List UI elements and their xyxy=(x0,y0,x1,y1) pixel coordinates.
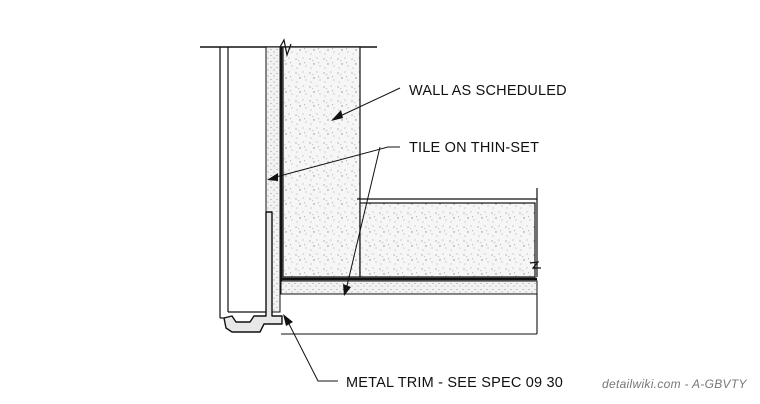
horizontal-tile-layer xyxy=(280,280,538,295)
metal-trim xyxy=(223,211,283,333)
break-mark-right xyxy=(529,261,541,269)
leader-wall xyxy=(331,87,401,121)
watermark: detailwiki.com - A-GBVTY xyxy=(602,377,747,391)
callout-trim-label: METAL TRIM - SEE SPEC 09 30 xyxy=(346,375,563,391)
leader-tile xyxy=(267,146,400,296)
horizontal-wall xyxy=(359,202,536,278)
callout-wall-label: WALL AS SCHEDULED xyxy=(409,83,567,99)
break-mark-top xyxy=(279,38,292,58)
vertical-wall xyxy=(282,46,361,278)
callout-tile-label: TILE ON THIN-SET xyxy=(409,140,539,156)
left-jamb xyxy=(219,47,266,319)
leader-trim xyxy=(283,314,338,382)
